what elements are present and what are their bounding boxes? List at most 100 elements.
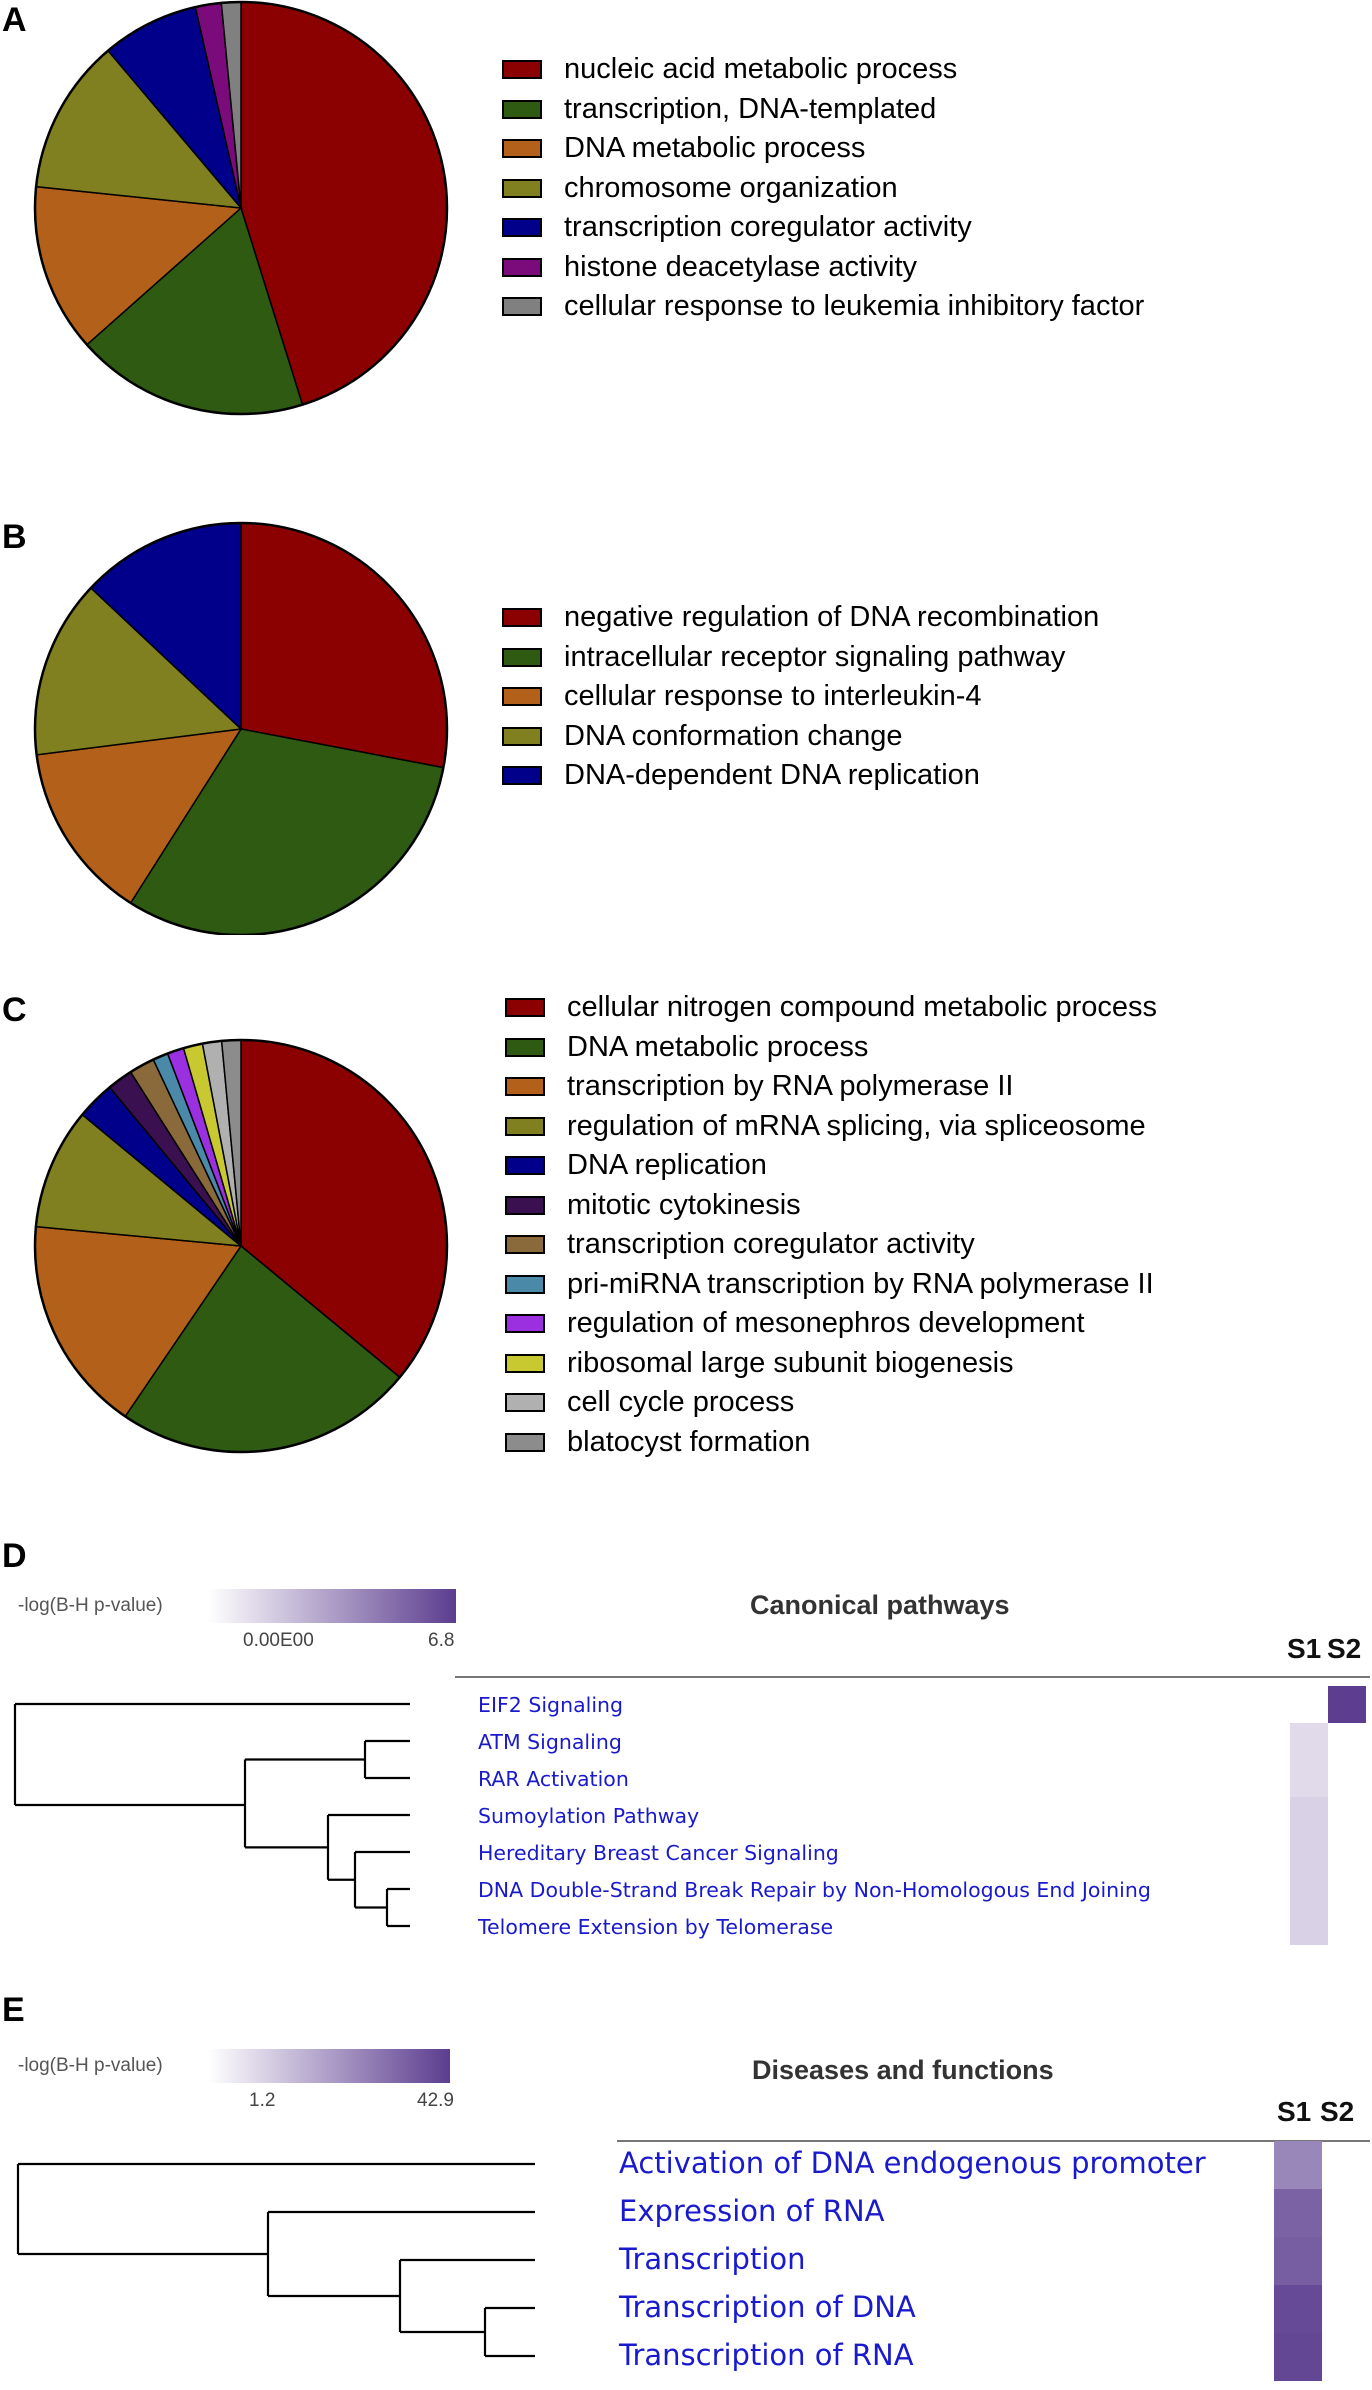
legend-label: cellular nitrogen compound metabolic pro… bbox=[567, 991, 1157, 1024]
legend-swatch bbox=[505, 1432, 545, 1452]
legend-label: regulation of mRNA splicing, via spliceo… bbox=[567, 1109, 1146, 1142]
legend-item: ribosomal large subunit biogenesis bbox=[505, 1344, 1157, 1384]
legend-item: mitotic cytokinesis bbox=[505, 1186, 1157, 1226]
legend-item: transcription, DNA-templated bbox=[502, 90, 1144, 130]
legend-item: pri-miRNA transcription by RNA polymeras… bbox=[505, 1265, 1157, 1305]
legend-item: DNA metabolic process bbox=[502, 129, 1144, 169]
heatmap-cell bbox=[1290, 1723, 1328, 1760]
panel-letter-a: A bbox=[2, 1, 27, 39]
legend-label: DNA replication bbox=[567, 1149, 767, 1182]
row-label[interactable]: Telomere Extension by Telomerase bbox=[478, 1915, 834, 1939]
legend-item: transcription by RNA polymerase II bbox=[505, 1067, 1157, 1107]
legend-swatch bbox=[502, 726, 542, 746]
legend-b: negative regulation of DNA recombination… bbox=[502, 598, 1099, 796]
legend-label: cellular response to interleukin-4 bbox=[564, 680, 982, 713]
panel-letter-b: B bbox=[2, 518, 27, 556]
heatmap-cell bbox=[1328, 1686, 1366, 1723]
row-label[interactable]: EIF2 Signaling bbox=[478, 1693, 624, 1717]
legend-label: cell cycle process bbox=[567, 1386, 795, 1419]
legend-swatch bbox=[502, 218, 542, 238]
legend-swatch bbox=[502, 608, 542, 628]
legend-item: DNA-dependent DNA replication bbox=[502, 756, 1099, 796]
chart-title-d: Canonical pathways bbox=[750, 1590, 1010, 1620]
pie-slice-b-0 bbox=[240, 522, 448, 769]
colorbar-min-label-e: 1.2 bbox=[249, 2090, 276, 2111]
legend-item: nucleic acid metabolic process bbox=[502, 50, 1144, 90]
panel-letter-c: C bbox=[2, 991, 27, 1029]
legend-item: DNA conformation change bbox=[502, 717, 1099, 757]
heatmap-cell bbox=[1290, 1908, 1328, 1945]
legend-label: transcription by RNA polymerase II bbox=[567, 1070, 1014, 1103]
legend-label: DNA conformation change bbox=[564, 719, 903, 752]
legend-label: cellular response to leukemia inhibitory… bbox=[564, 290, 1145, 323]
row-label[interactable]: Transcription bbox=[619, 2242, 806, 2276]
row-label[interactable]: Transcription of RNA bbox=[619, 2338, 914, 2372]
column-label-d-s2: S2 bbox=[1327, 1633, 1362, 1664]
column-label-e-s1: S1 bbox=[1277, 2096, 1312, 2127]
chart-title-e: Diseases and functions bbox=[752, 2055, 1054, 2085]
row-label[interactable]: DNA Double-Strand Break Repair by Non-Ho… bbox=[478, 1878, 1151, 1902]
legend-label: blatocyst formation bbox=[567, 1425, 811, 1458]
pie-chart-b bbox=[33, 521, 449, 935]
row-label[interactable]: Activation of DNA endogenous promoter bbox=[619, 2146, 1206, 2180]
legend-swatch bbox=[502, 178, 542, 198]
legend-swatch bbox=[505, 1235, 545, 1255]
legend-label: transcription coregulator activity bbox=[564, 211, 972, 244]
legend-item: transcription coregulator activity bbox=[502, 208, 1144, 248]
dendrogram-e bbox=[16, 2162, 535, 2358]
legend-label: nucleic acid metabolic process bbox=[564, 53, 958, 86]
legend-swatch bbox=[505, 1353, 545, 1373]
legend-swatch bbox=[502, 139, 542, 159]
column-label-d-s1: S1 bbox=[1287, 1633, 1322, 1664]
legend-item: cell cycle process bbox=[505, 1383, 1157, 1423]
legend-swatch bbox=[502, 647, 542, 667]
row-label[interactable]: Hereditary Breast Cancer Signaling bbox=[478, 1841, 839, 1865]
legend-label: regulation of mesonephros development bbox=[567, 1307, 1085, 1340]
colorbar-d bbox=[208, 1589, 456, 1623]
legend-item: histone deacetylase activity bbox=[502, 248, 1144, 288]
row-label[interactable]: Sumoylation Pathway bbox=[478, 1804, 700, 1828]
column-label-e-s2: S2 bbox=[1320, 2096, 1355, 2127]
legend-swatch bbox=[505, 1037, 545, 1057]
legend-label: ribosomal large subunit biogenesis bbox=[567, 1346, 1014, 1379]
panel-letter-e: E bbox=[2, 1991, 25, 2029]
heatmap-cell bbox=[1274, 2189, 1322, 2237]
legend-swatch bbox=[502, 99, 542, 119]
legend-label: chromosome organization bbox=[564, 171, 898, 204]
colorbar-title-e: -log(B-H p-value) bbox=[18, 2055, 163, 2076]
row-label[interactable]: Transcription of DNA bbox=[619, 2290, 916, 2324]
row-label[interactable]: ATM Signaling bbox=[478, 1730, 622, 1754]
legend-swatch bbox=[505, 1195, 545, 1215]
legend-item: cellular response to leukemia inhibitory… bbox=[502, 287, 1144, 327]
heatmap-cell bbox=[1274, 2333, 1322, 2381]
legend-label: mitotic cytokinesis bbox=[567, 1188, 801, 1221]
legend-label: intracellular receptor signaling pathway bbox=[564, 640, 1066, 673]
heatmap-cell bbox=[1290, 1834, 1328, 1871]
dendrogram-d bbox=[13, 1702, 410, 1928]
legend-label: pri-miRNA transcription by RNA polymeras… bbox=[567, 1267, 1154, 1300]
legend-item: regulation of mRNA splicing, via spliceo… bbox=[505, 1107, 1157, 1147]
header-divider-e bbox=[617, 2140, 1370, 2142]
legend-item: DNA metabolic process bbox=[505, 1028, 1157, 1068]
legend-swatch bbox=[505, 1116, 545, 1136]
colorbar-title-d: -log(B-H p-value) bbox=[18, 1595, 163, 1616]
legend-swatch bbox=[502, 766, 542, 786]
heatmap-cell bbox=[1274, 2141, 1322, 2189]
row-label[interactable]: RAR Activation bbox=[478, 1767, 629, 1791]
legend-item: negative regulation of DNA recombination bbox=[502, 598, 1099, 638]
heatmap-cell bbox=[1290, 1871, 1328, 1908]
colorbar-min-label-d: 0.00E00 bbox=[243, 1630, 314, 1651]
header-divider-d bbox=[455, 1676, 1370, 1678]
legend-swatch bbox=[505, 1274, 545, 1294]
colorbar-max-label-d: 6.8 bbox=[428, 1630, 455, 1651]
pie-outline-c bbox=[33, 1038, 449, 1454]
legend-c: cellular nitrogen compound metabolic pro… bbox=[505, 988, 1157, 1462]
legend-label: histone deacetylase activity bbox=[564, 250, 918, 283]
legend-a: nucleic acid metabolic process transcript… bbox=[502, 50, 1144, 327]
heatmap-cell bbox=[1290, 1760, 1328, 1797]
pie-outline-a bbox=[33, 0, 449, 416]
row-label[interactable]: Expression of RNA bbox=[619, 2194, 885, 2228]
legend-item: DNA replication bbox=[505, 1146, 1157, 1186]
heatmap-cell bbox=[1274, 2285, 1322, 2333]
legend-swatch bbox=[502, 297, 542, 317]
